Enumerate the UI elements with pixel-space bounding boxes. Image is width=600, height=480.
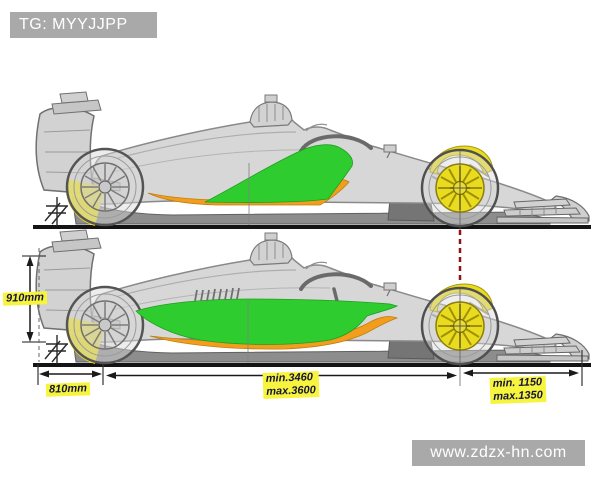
front-overhang-label: min. 1150 max.1350 xyxy=(489,376,546,404)
rear-overhang-label: 810mm xyxy=(45,382,91,397)
sidepod-highlight-green xyxy=(135,298,399,345)
sidepod-highlight-green xyxy=(204,144,353,203)
website-watermark-badge: www.zdzx-hn.com xyxy=(412,440,585,466)
car-bottom-highlights xyxy=(135,287,461,386)
front-overhang-max: max.1350 xyxy=(493,389,543,403)
wheelbase-label: min.3460 max.3600 xyxy=(262,371,319,399)
cooling-gills xyxy=(194,287,240,302)
telegram-watermark-badge: TG: MYYJJPP xyxy=(10,12,157,38)
car-height-label: 910mm xyxy=(2,291,48,306)
car-top-highlights xyxy=(147,144,461,230)
wheelbase-max: max.3600 xyxy=(266,384,316,398)
